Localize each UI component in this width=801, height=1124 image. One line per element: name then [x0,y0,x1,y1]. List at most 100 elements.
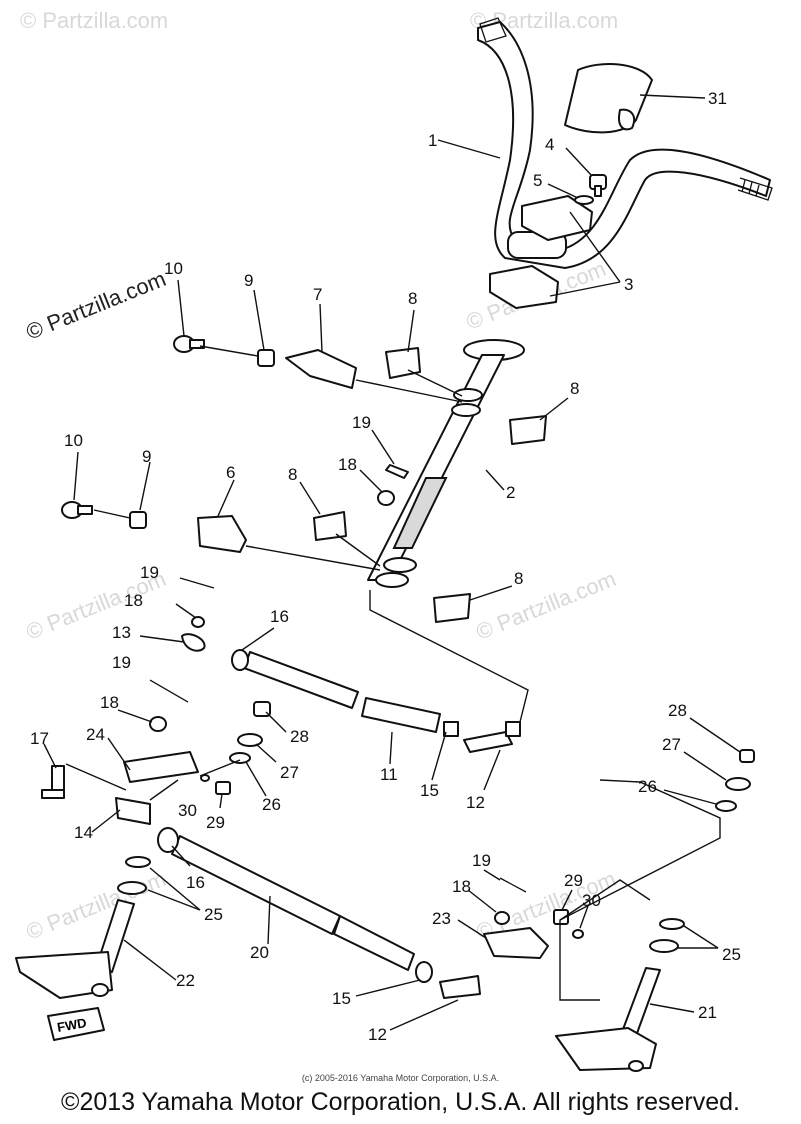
watermark-top-left: © Partzilla.com [20,8,168,33]
callout-2: 2 [506,483,515,502]
callout-28-right: 28 [668,701,687,720]
rod-end-part-13 [181,633,206,652]
spindle-part-22 [15,899,135,999]
callout-30-right: 30 [582,891,601,910]
cover-part-31 [564,63,653,134]
pin-part-19-mid [179,577,215,589]
leader-lines [43,94,741,1031]
arm-part-24 [123,751,199,783]
washer-part-25-right-2 [649,939,679,953]
callout-26-left: 26 [262,795,281,814]
callout-27-left: 27 [280,763,299,782]
callout-19-lower: 19 [112,653,131,672]
washer-part-25-right-1 [659,918,685,930]
washer-part-25-left-2 [117,881,147,895]
watermark-main: © Partzilla.com [23,266,170,345]
nut-part-18-mid [191,616,205,628]
callout-23: 23 [432,909,451,928]
callout-18-upper: 18 [338,455,357,474]
callout-14: 14 [74,823,93,842]
callout-29-right: 29 [564,871,583,890]
arm-part-23 [483,927,549,959]
callout-4: 4 [545,135,554,154]
callout-24: 24 [86,725,105,744]
callout-16-upper: 16 [270,607,289,626]
callout-12-lower: 12 [368,1025,387,1044]
watermark-right-2: © Partzilla.com [473,566,620,645]
callout-11: 11 [380,765,398,784]
callout-10-upper: 10 [164,259,183,278]
callout-7: 7 [313,285,322,304]
pin-part-30-right [572,929,584,939]
nut-part-18-lower [149,716,167,732]
pin-part-19-upper [385,464,409,479]
callout-20: 20 [250,943,269,962]
callout-21: 21 [698,1003,717,1022]
collar-part-9-lower [129,511,147,529]
screw-part-29-left [215,781,231,795]
callout-16-lower: 16 [186,873,205,892]
tie-rod-part-11 [231,649,521,753]
callout-26-right: 26 [638,777,657,796]
callout-10-lower: 10 [64,431,83,450]
callout-9-lower: 9 [142,447,151,466]
washer-part-25-left-1 [125,856,151,868]
callout-17: 17 [30,729,49,748]
footer-copyright: ©2013 Yamaha Motor Corporation, U.S.A. A… [61,1088,740,1116]
callout-19-mid: 19 [140,563,159,582]
callout-22: 22 [176,971,195,990]
collar-part-9-upper [257,349,275,367]
callout-18-right: 18 [452,877,471,896]
spindle-part-21 [555,967,661,1072]
callout-6: 6 [226,463,235,482]
callout-8-c: 8 [288,465,297,484]
callout-labels: 31 1 4 5 3 10 9 7 8 8 19 18 2 10 9 6 8 8… [30,89,741,1044]
watermark-left-3: © Partzilla.com [23,866,170,945]
callout-18-mid: 18 [124,591,143,610]
fwd-arrow: FWD [47,1007,105,1041]
callout-12-upper: 12 [466,793,485,812]
callout-13: 13 [112,623,131,642]
callout-1: 1 [428,131,437,150]
callout-29-left: 29 [206,813,225,832]
callout-18-lower: 18 [100,693,119,712]
callout-5: 5 [533,171,542,190]
callout-19-right: 19 [472,851,491,870]
callout-15-lower: 15 [332,989,351,1008]
callout-25-left: 25 [204,905,223,924]
fwd-label: FWD [56,1015,88,1035]
assembly-lines [65,345,721,1001]
washer-part-5 [574,195,594,205]
holder-part-7 [285,349,357,389]
nut-part-28-right [739,749,755,763]
callout-9-upper: 9 [244,271,253,290]
washer-part-26-right [715,800,737,812]
pin-part-30-left [200,774,210,782]
column-part-2 [367,339,525,588]
screw-part-29-right [553,909,569,925]
callout-3: 3 [624,275,633,294]
pin-part-19-right [499,877,527,893]
bolt-part-4 [589,174,607,197]
callout-19-upper: 19 [352,413,371,432]
bolt-part-10-lower [61,501,93,519]
bolt-part-17 [41,765,65,799]
handlebar-part-1 [477,17,773,269]
callout-8-a: 8 [408,289,417,308]
pin-part-19-lower [149,679,189,703]
callout-28-left: 28 [290,727,309,746]
rod-end-part-14 [115,797,151,825]
callout-31: 31 [708,89,727,108]
callout-27-right: 27 [662,735,681,754]
bolt-part-10-upper [173,335,205,353]
holder-part-6 [197,515,247,553]
callout-8-d: 8 [514,569,523,588]
washer-part-27-right [725,777,751,791]
holder-part-3 [489,195,593,309]
washer-part-26-left [229,752,251,764]
nut-part-18-upper [377,490,395,506]
bushing-part-8 [313,347,547,623]
callout-30-left: 30 [178,801,197,820]
